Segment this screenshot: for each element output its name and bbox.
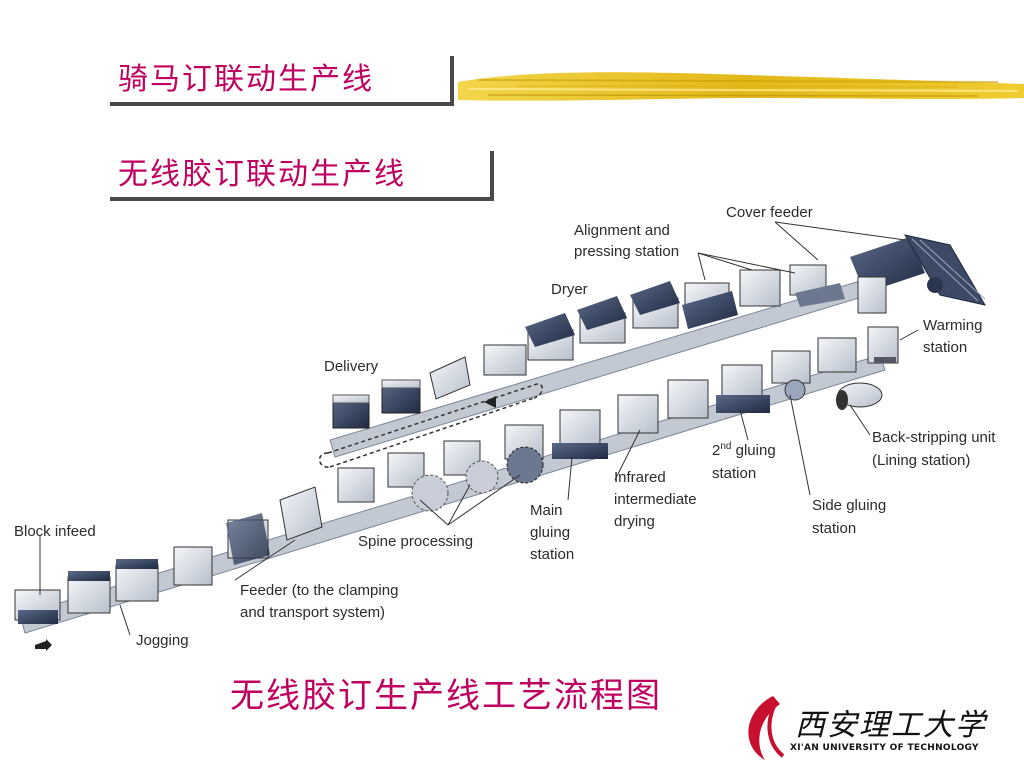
main-gluing-unit [552,409,608,459]
label-warming-line1: Warming [923,317,982,334]
label-dryer: Dryer [551,281,588,298]
cover-feeder-unit [850,234,987,314]
delivery-units [332,344,527,429]
label-main-gluing-line1: Main [530,502,563,519]
spine-processing-units [337,424,544,512]
label-main-gluing-line2: gluing [530,524,570,541]
university-logo-mark [748,696,785,760]
label-alignment-line2: pressing station [574,243,679,260]
university-name-english: XI'AN UNIVERSITY OF TECHNOLOGY [790,743,979,753]
label-infrared-line1: Infrared [614,469,666,486]
label-alignment-line1: Alignment and [574,222,670,239]
label-feeder-line1: Feeder (to the clamping [240,582,398,599]
label-second-gluing-line1: 2nd gluing [712,441,776,459]
jogging-units [67,559,159,614]
perfect-binding-process-diagram: Cover feeder Alignment and pressing stat… [14,204,996,651]
title-perfect-binding-text: 无线胶订联动生产线 [118,157,406,192]
side-gluing-unit [771,350,811,401]
label-backstrip-line2: (Lining station) [872,452,970,469]
label-main-gluing-line3: station [530,546,574,563]
label-feeder-line2: and transport system) [240,604,385,621]
warming-station-unit [867,326,899,364]
label-second-gluing-line2: station [712,465,756,482]
university-name-chinese: 西安理工大学 [795,708,987,743]
dryer-units [525,281,680,361]
label-infrared-line2: intermediate [614,491,697,508]
second-gluing-unit [716,364,770,413]
diagram-caption: 无线胶订生产线工艺流程图 [230,676,662,716]
alignment-pressing-units [682,264,845,329]
label-delivery: Delivery [324,358,379,375]
title-saddle-stitch-line[interactable]: 骑马订联动生产线 [110,50,454,106]
label-side-gluing-line1: Side gluing [812,497,886,514]
label-infrared-line3: drying [614,513,655,530]
decorative-brush-stroke [458,72,1024,101]
label-jogging: Jogging [136,632,189,649]
label-spine-processing: Spine processing [358,533,473,550]
back-stripping-unit [817,337,883,410]
block-infeed-unit [14,589,61,651]
label-block-infeed: Block infeed [14,523,96,540]
title-saddle-stitch-text: 骑马订联动生产线 [118,62,374,97]
label-backstrip-line1: Back-stripping unit [872,429,996,446]
label-cover-feeder: Cover feeder [726,204,813,221]
label-warming-line2: station [923,339,967,356]
infrared-drying-units [617,379,709,434]
title-perfect-binding-line[interactable]: 无线胶订联动生产线 [110,145,494,201]
feeder-units [173,486,323,586]
label-side-gluing-line2: station [812,520,856,537]
